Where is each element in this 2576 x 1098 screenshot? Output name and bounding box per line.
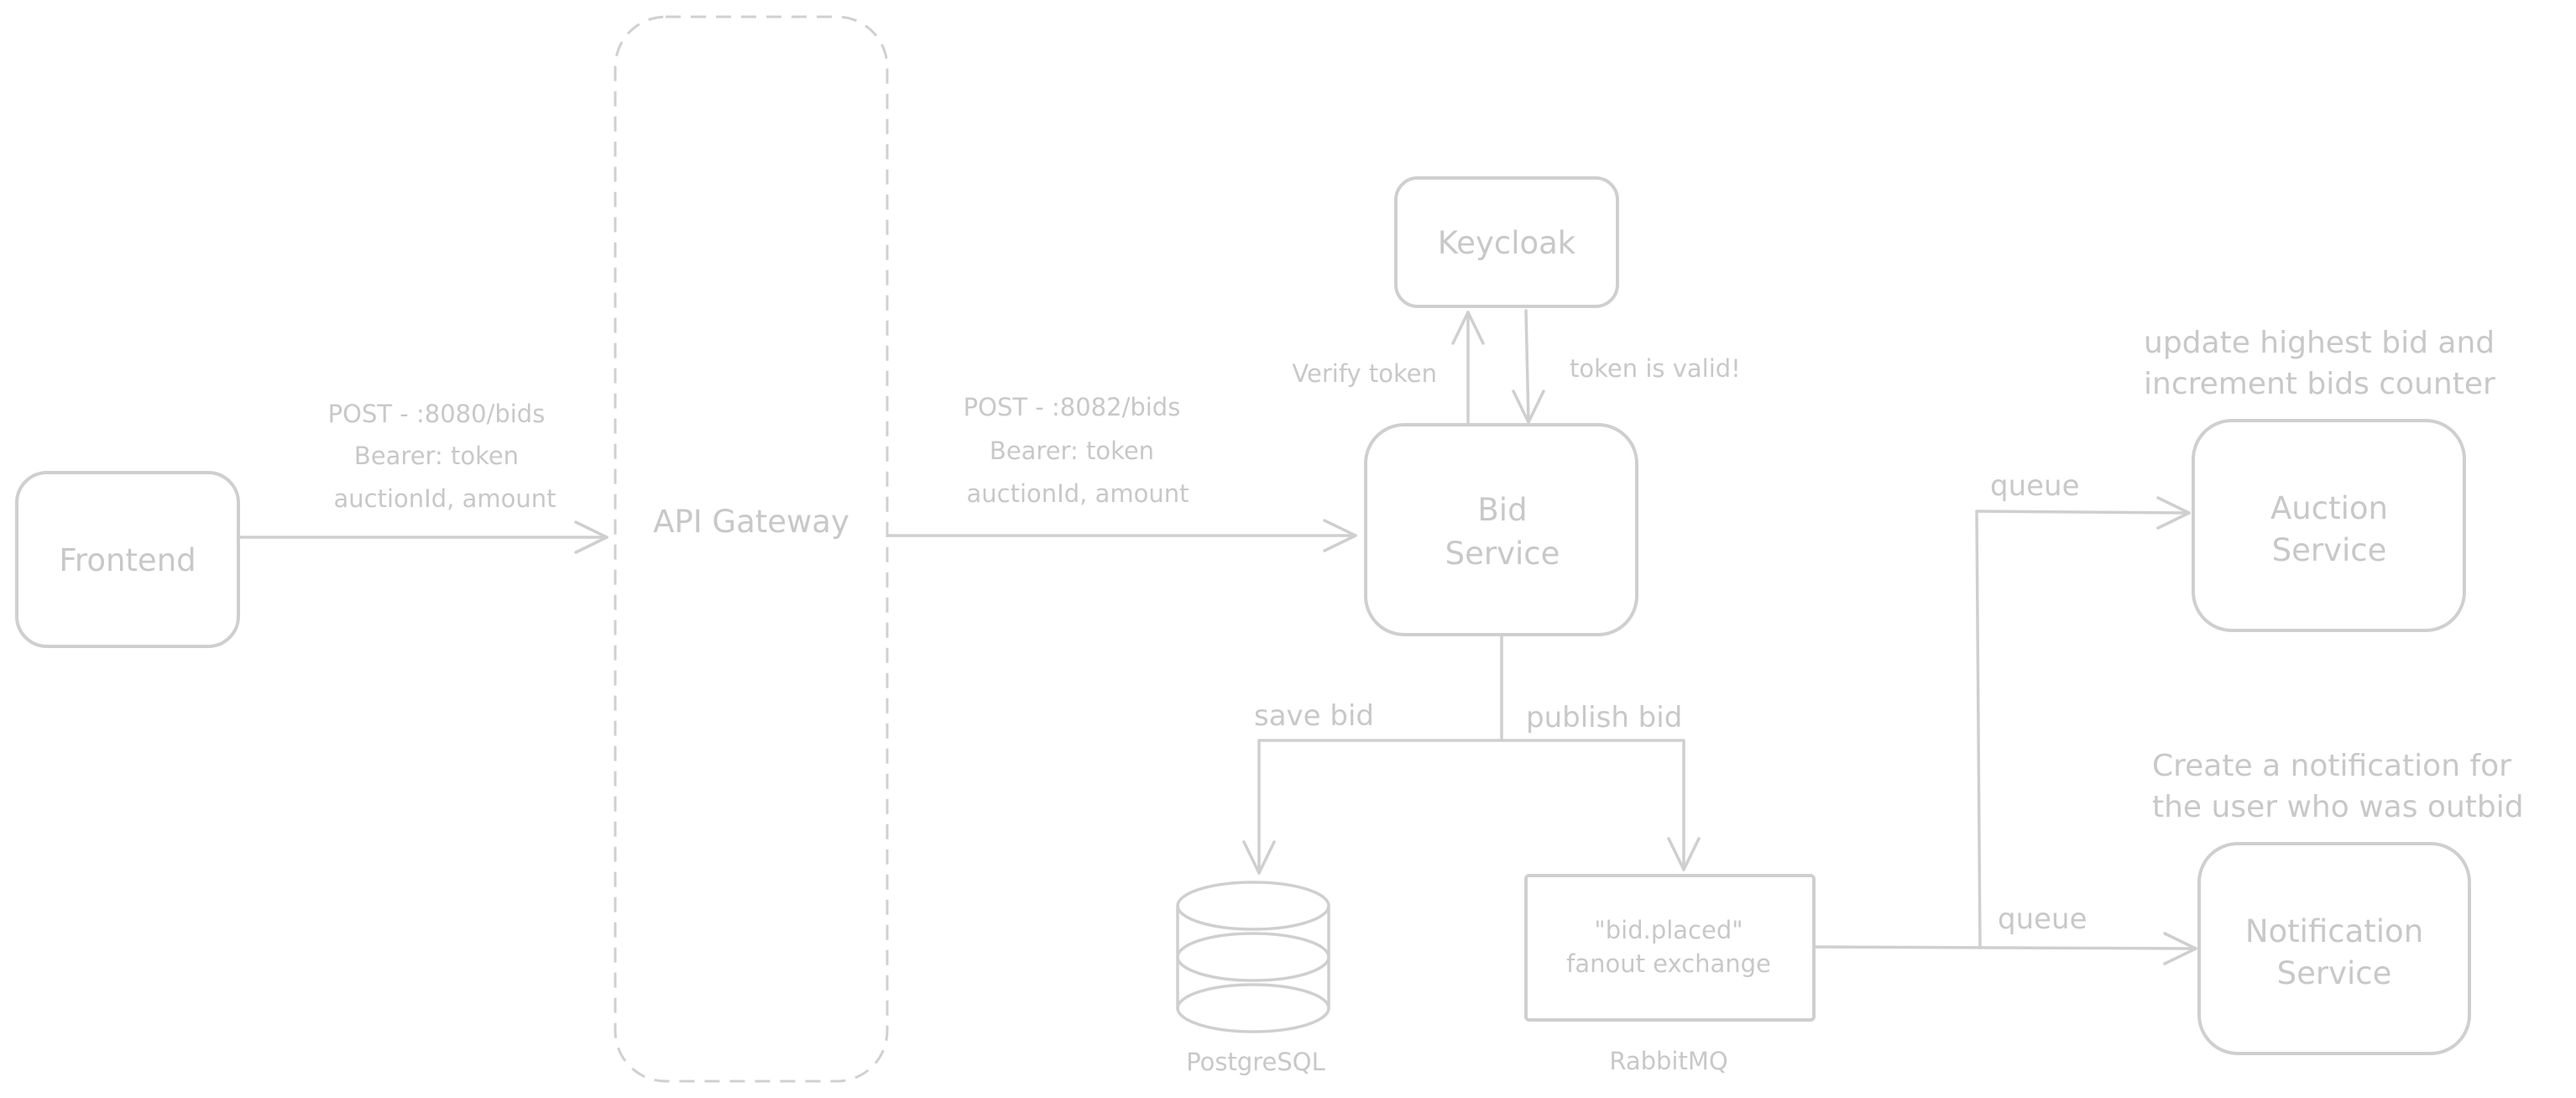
gateway-edge-label-line3: auctionId, amount (967, 479, 1189, 508)
queue-notification-label: queue (1998, 902, 2087, 936)
verify-token-arrow (1451, 311, 1485, 424)
gateway-edge-label-line1: POST - :8082/bids (964, 393, 1181, 421)
rabbitmq-label: RabbitMQ (1609, 1047, 1727, 1075)
publish-bid-arrow (1500, 739, 1701, 871)
keycloak-node[interactable]: Keycloak (1394, 176, 1619, 308)
notification-service-node[interactable]: Notification Service (2197, 842, 2471, 1055)
bid-service-node[interactable]: Bid Service (1364, 423, 1638, 636)
auction-note-line1: update highest bid and (2144, 326, 2495, 360)
exchange-node[interactable]: "bid.placed" fanout exchange (1524, 874, 1816, 1022)
exchange-to-notification-arrow (1814, 932, 2197, 965)
frontend-to-gateway-arrow (237, 520, 609, 554)
notification-service-label-line1: Notification (2245, 913, 2423, 949)
frontend-edge-label-line2: Bearer: token (354, 442, 519, 470)
publish-bid-label: publish bid (1526, 701, 1682, 735)
auction-service-node[interactable]: Auction Service (2192, 419, 2466, 632)
exchange-label-line1: "bid.placed" (1594, 916, 1743, 944)
token-valid-arrow (1512, 309, 1545, 424)
postgres-label: PostgreSQL (1186, 1048, 1325, 1076)
gateway-to-bid-service-arrow (886, 519, 1357, 552)
notification-note-line1: Create a notification for (2152, 749, 2511, 783)
notification-service-label-line2: Service (2277, 955, 2392, 991)
bid-service-label-line1: Bid (1477, 492, 1527, 528)
frontend-node[interactable]: Frontend (15, 471, 240, 648)
exchange-label-line2: fanout exchange (1566, 949, 1771, 978)
queue-auction-label: queue (1990, 469, 2080, 503)
frontend-edge-label-line1: POST - :8080/bids (328, 400, 546, 428)
bid-service-label-line2: Service (1445, 536, 1560, 572)
auction-service-label-line2: Service (2272, 532, 2387, 568)
verify-token-label: Verify token (1292, 359, 1437, 388)
postgres-database-icon[interactable] (1176, 881, 1330, 1033)
auction-service-label-line1: Auction (2270, 490, 2388, 526)
notification-note-line2: the user who was outbid (2152, 790, 2524, 824)
keycloak-label: Keycloak (1438, 225, 1576, 261)
exchange-to-auction-arrow (1975, 496, 2191, 949)
token-valid-label: token is valid! (1570, 354, 1741, 383)
save-bid-arrow (1242, 635, 1503, 875)
save-bid-label: save bid (1254, 699, 1374, 733)
frontend-edge-label-line3: auctionId, amount (334, 484, 556, 513)
api-gateway-label: API Gateway (653, 504, 849, 540)
gateway-edge-label-line2: Bearer: token (990, 437, 1154, 465)
frontend-label: Frontend (59, 542, 196, 578)
api-gateway-node[interactable]: API Gateway (614, 15, 889, 1083)
auction-note-line2: increment bids counter (2144, 367, 2495, 401)
